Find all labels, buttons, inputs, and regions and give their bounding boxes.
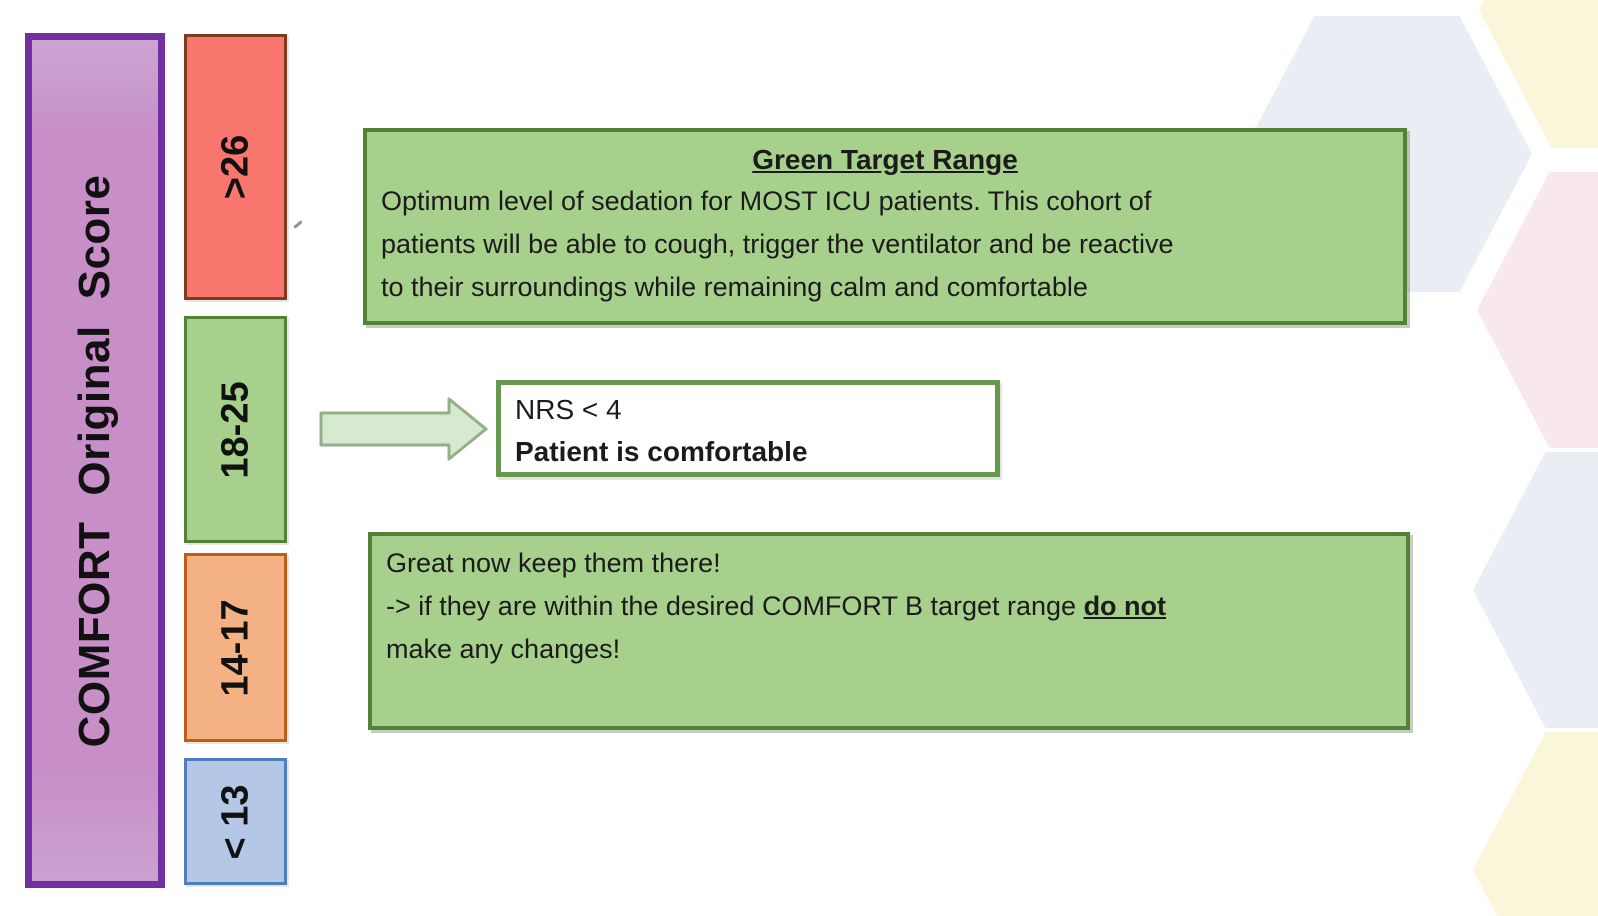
score-range-box-gt26: >26 — [184, 34, 287, 300]
green-target-range-title: Green Target Range — [752, 144, 1018, 175]
score-range-box-lt13: < 13 — [184, 758, 287, 885]
keep-box-line1: Great now keep them there! — [386, 548, 721, 578]
green-target-range-body-line: to their surroundings while remaining ca… — [381, 272, 1088, 302]
score-range-box-14-17: 14-17 — [184, 553, 287, 742]
green-target-range-body-line: Optimum level of sedation for MOST ICU p… — [381, 186, 1152, 216]
comfort-score-bar-label: COMFORT Original Score — [70, 174, 119, 747]
keep-box-line2-prefix: -> if they are within the desired COMFOR… — [386, 591, 1084, 621]
keep-box-line2-emphasis: do not — [1083, 591, 1167, 621]
score-range-label: 14-17 — [214, 598, 256, 697]
keep-box-line3: make any changes! — [386, 634, 621, 664]
hexagon-decoration-yellow-bottom — [1473, 732, 1598, 916]
nrs-comfort-box: NRS < 4 Patient is comfortable — [496, 380, 1000, 477]
patient-comfortable-text: Patient is comfortable — [515, 436, 808, 467]
hexagon-decoration-blue-right — [1473, 452, 1598, 728]
score-range-label: < 13 — [214, 783, 256, 860]
score-range-label: >26 — [214, 134, 256, 200]
keep-box-line2: -> if they are within the desired COMFOR… — [386, 585, 1392, 628]
score-range-box-18-25: 18-25 — [184, 316, 287, 543]
comfort-score-bar: COMFORT Original Score — [25, 33, 165, 888]
keep-them-there-box: Great now keep them there! -> if they ar… — [368, 532, 1410, 730]
score-range-label: 18-25 — [214, 380, 256, 479]
green-target-range-body-line: patients will be able to cough, trigger … — [381, 229, 1174, 259]
green-target-range-box: Green Target Range Optimum level of seda… — [363, 128, 1407, 325]
artifact-mark — [293, 220, 303, 229]
nrs-score-text: NRS < 4 — [515, 394, 622, 425]
right-arrow-icon — [319, 397, 488, 461]
